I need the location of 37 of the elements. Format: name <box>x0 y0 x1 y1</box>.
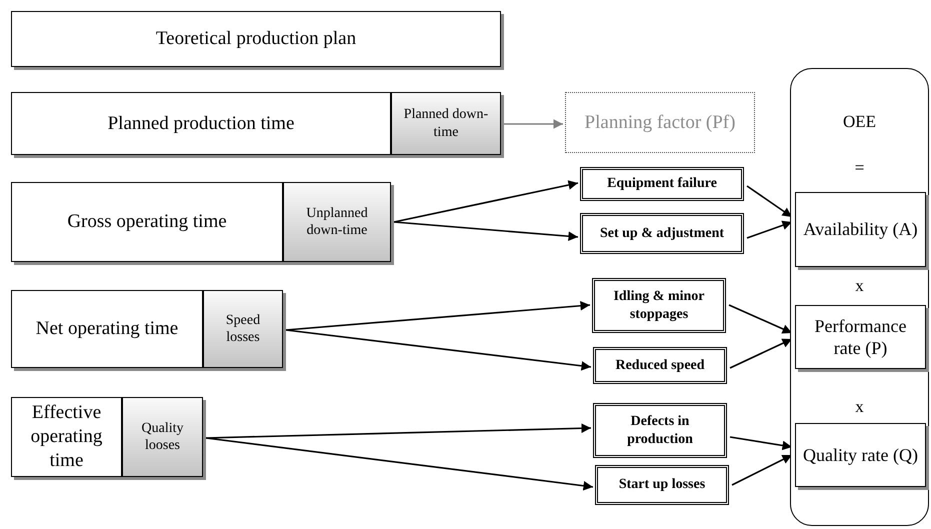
loss-category-box: Idling & minor stoppages <box>592 278 726 333</box>
process-box: Effective operating time <box>11 397 122 477</box>
arrow <box>286 301 590 331</box>
loss-box: Quality looses <box>122 397 203 477</box>
arrow <box>394 221 578 241</box>
factor-box: Performance rate (P) <box>795 305 926 369</box>
panel-text: OEE <box>842 111 876 133</box>
process-box: Net operating time <box>11 290 203 368</box>
loss-category-box: Set up & adjustment <box>580 213 744 254</box>
arrow <box>730 338 792 369</box>
loss-category-box: Reduced speed <box>593 347 727 384</box>
loss-category-box: Equipment failure <box>580 167 744 201</box>
process-box: Teoretical production plan <box>11 11 501 67</box>
arrow <box>728 304 792 334</box>
arrow <box>732 454 792 486</box>
arrow <box>504 119 563 129</box>
loss-category-box: Defects in production <box>593 403 727 458</box>
arrow <box>206 437 594 491</box>
factor-box: Quality rate (Q) <box>795 423 926 487</box>
loss-box: Speed losses <box>203 290 283 368</box>
factor-box: Planning factor (Pf) <box>565 92 755 153</box>
loss-box: Unplanned down-time <box>283 182 391 262</box>
arrow <box>206 423 592 439</box>
process-box: Planned production time <box>11 92 391 155</box>
loss-category-box: Start up losses <box>595 465 729 505</box>
arrow <box>746 220 792 239</box>
panel-text: x <box>855 275 864 297</box>
factor-box: Availability (A) <box>795 192 926 267</box>
process-box: Gross operating time <box>11 182 283 262</box>
arrow <box>746 185 792 218</box>
arrow <box>286 329 592 371</box>
loss-box: Planned down-time <box>391 92 501 155</box>
arrow <box>730 436 792 450</box>
panel-text: x <box>855 396 864 418</box>
panel-text: = <box>854 157 864 179</box>
arrow <box>394 180 578 223</box>
oee-panel <box>790 68 929 526</box>
